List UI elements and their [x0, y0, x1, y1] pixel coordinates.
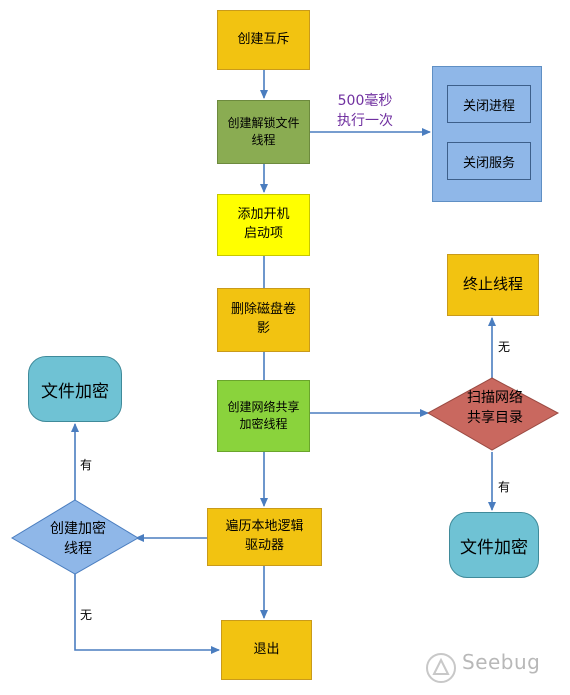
arrow-create-to-exit: [74, 574, 220, 654]
node-traverse-drives: 遍历本地逻辑 驱动器: [207, 508, 322, 566]
node-create-share-thread: 创建网络共享 加密线程: [217, 380, 310, 452]
edge-label-interval: 500毫秒 执行一次: [337, 93, 393, 129]
decision-scan-share: [426, 377, 560, 451]
seebug-logo-icon: [426, 653, 456, 683]
node-add-startup: 添加开机 启动项: [217, 194, 310, 256]
watermark-text: Seebug: [462, 650, 541, 674]
node-terminate-thread: 终止线程: [447, 254, 539, 316]
decision-create-encrypt-label: 创建加密 线程: [50, 520, 106, 557]
edge-label-create-yes: 有: [80, 458, 93, 472]
decision-scan-share-label: 扫描网络 共享目录: [467, 389, 523, 426]
node-close-process: 关闭进程: [447, 85, 531, 123]
edge-label-create-no: 无: [80, 608, 93, 622]
edge-label-scan-yes: 有: [498, 480, 511, 494]
node-encrypt-left: 文件加密: [28, 356, 122, 422]
node-delete-shadow: 删除磁盘卷 影: [217, 288, 310, 352]
node-exit: 退出: [221, 620, 312, 680]
edge-label-scan-no: 无: [498, 340, 511, 354]
node-create-unlock-thread: 创建解锁文件 线程: [217, 100, 310, 164]
node-encrypt-right: 文件加密: [449, 512, 539, 578]
decision-create-encrypt: [11, 499, 139, 575]
node-create-mutex: 创建互斥: [217, 10, 310, 70]
node-close-service: 关闭服务: [447, 142, 531, 180]
